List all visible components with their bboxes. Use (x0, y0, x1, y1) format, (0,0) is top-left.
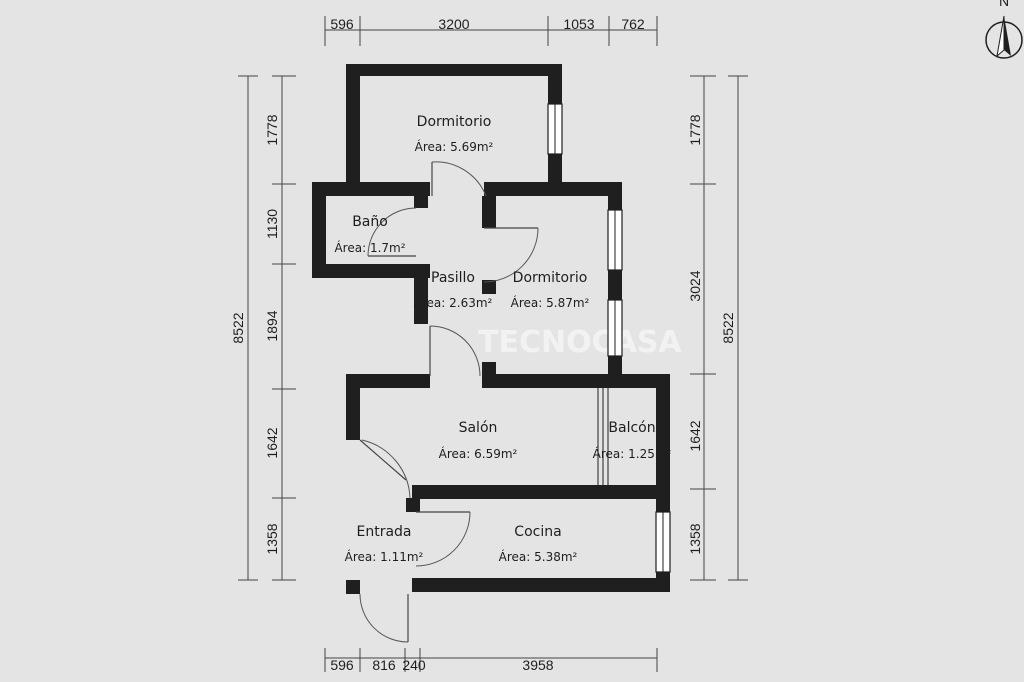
door-cocina (415, 511, 471, 567)
window-cocina (655, 511, 671, 573)
door-entrada (359, 439, 411, 499)
dim-left-3: 1894 (264, 310, 280, 341)
room-dormitorio-1-area: Área: 5.69m² (415, 139, 494, 154)
room-pasillo-area: Área: 2.63m² (414, 295, 493, 310)
dim-bottom-2: 816 (372, 657, 396, 673)
dim-left-1: 1778 (264, 114, 280, 145)
door-pasillo-salon (429, 325, 481, 377)
room-bano-name: Baño (352, 214, 388, 230)
room-dormitorio-2-name: Dormitorio (513, 270, 588, 286)
dim-bottom-3: 240 (402, 657, 426, 673)
dim-right-3: 1642 (687, 420, 703, 451)
door-main-entrance (359, 593, 409, 643)
window-dormitorio-1 (547, 103, 563, 155)
dim-top-4: 762 (621, 16, 645, 32)
dim-bottom-1: 596 (330, 657, 354, 673)
dim-right-2: 3024 (687, 270, 703, 301)
room-entrada-name: Entrada (356, 524, 411, 540)
compass-north-label: N (999, 0, 1009, 9)
dim-top-1: 596 (330, 16, 354, 32)
room-cocina-name: Cocina (514, 524, 561, 540)
dim-right-1: 1778 (687, 114, 703, 145)
dim-left-5: 1358 (264, 523, 280, 554)
top-dimension-line (324, 16, 658, 46)
window-dormitorio-2-lower (607, 299, 623, 357)
room-bano-area: Área: 1.7m² (334, 240, 405, 255)
room-pasillo-name: Pasillo (431, 270, 475, 286)
dim-right-total: 8522 (720, 312, 736, 343)
dim-left-2: 1130 (264, 209, 280, 239)
bottom-dimension-line (324, 648, 658, 672)
door-dormitorio-2 (483, 227, 539, 283)
window-dormitorio-2-upper (607, 209, 623, 271)
room-cocina-area: Área: 5.38m² (499, 549, 578, 564)
room-dormitorio-2-area: Área: 5.87m² (511, 295, 590, 310)
door-dormitorio-1 (431, 161, 487, 197)
room-balcon-name: Balcón (608, 420, 655, 436)
left-dimension-lines (238, 75, 296, 581)
door-bano (367, 207, 417, 257)
right-dimension-lines (690, 75, 748, 581)
walls (312, 64, 670, 594)
dim-top-3: 1053 (563, 16, 594, 32)
room-salon-area: Área: 6.59m² (439, 446, 518, 461)
dim-bottom-4: 3958 (522, 657, 553, 673)
room-entrada-area: Área: 1.11m² (345, 549, 424, 564)
dim-right-4: 1358 (687, 523, 703, 554)
dim-left-total: 8522 (230, 312, 246, 343)
watermark-text: TECNOCASA (478, 325, 682, 360)
room-balcon-area: Área: 1.25m² (593, 446, 672, 461)
room-salon-name: Salón (459, 420, 498, 436)
dim-left-4: 1642 (264, 427, 280, 458)
room-dormitorio-1-name: Dormitorio (417, 114, 492, 130)
dim-top-2: 3200 (438, 16, 469, 32)
balcony-sliding-door (597, 388, 609, 485)
compass (985, 15, 1023, 59)
